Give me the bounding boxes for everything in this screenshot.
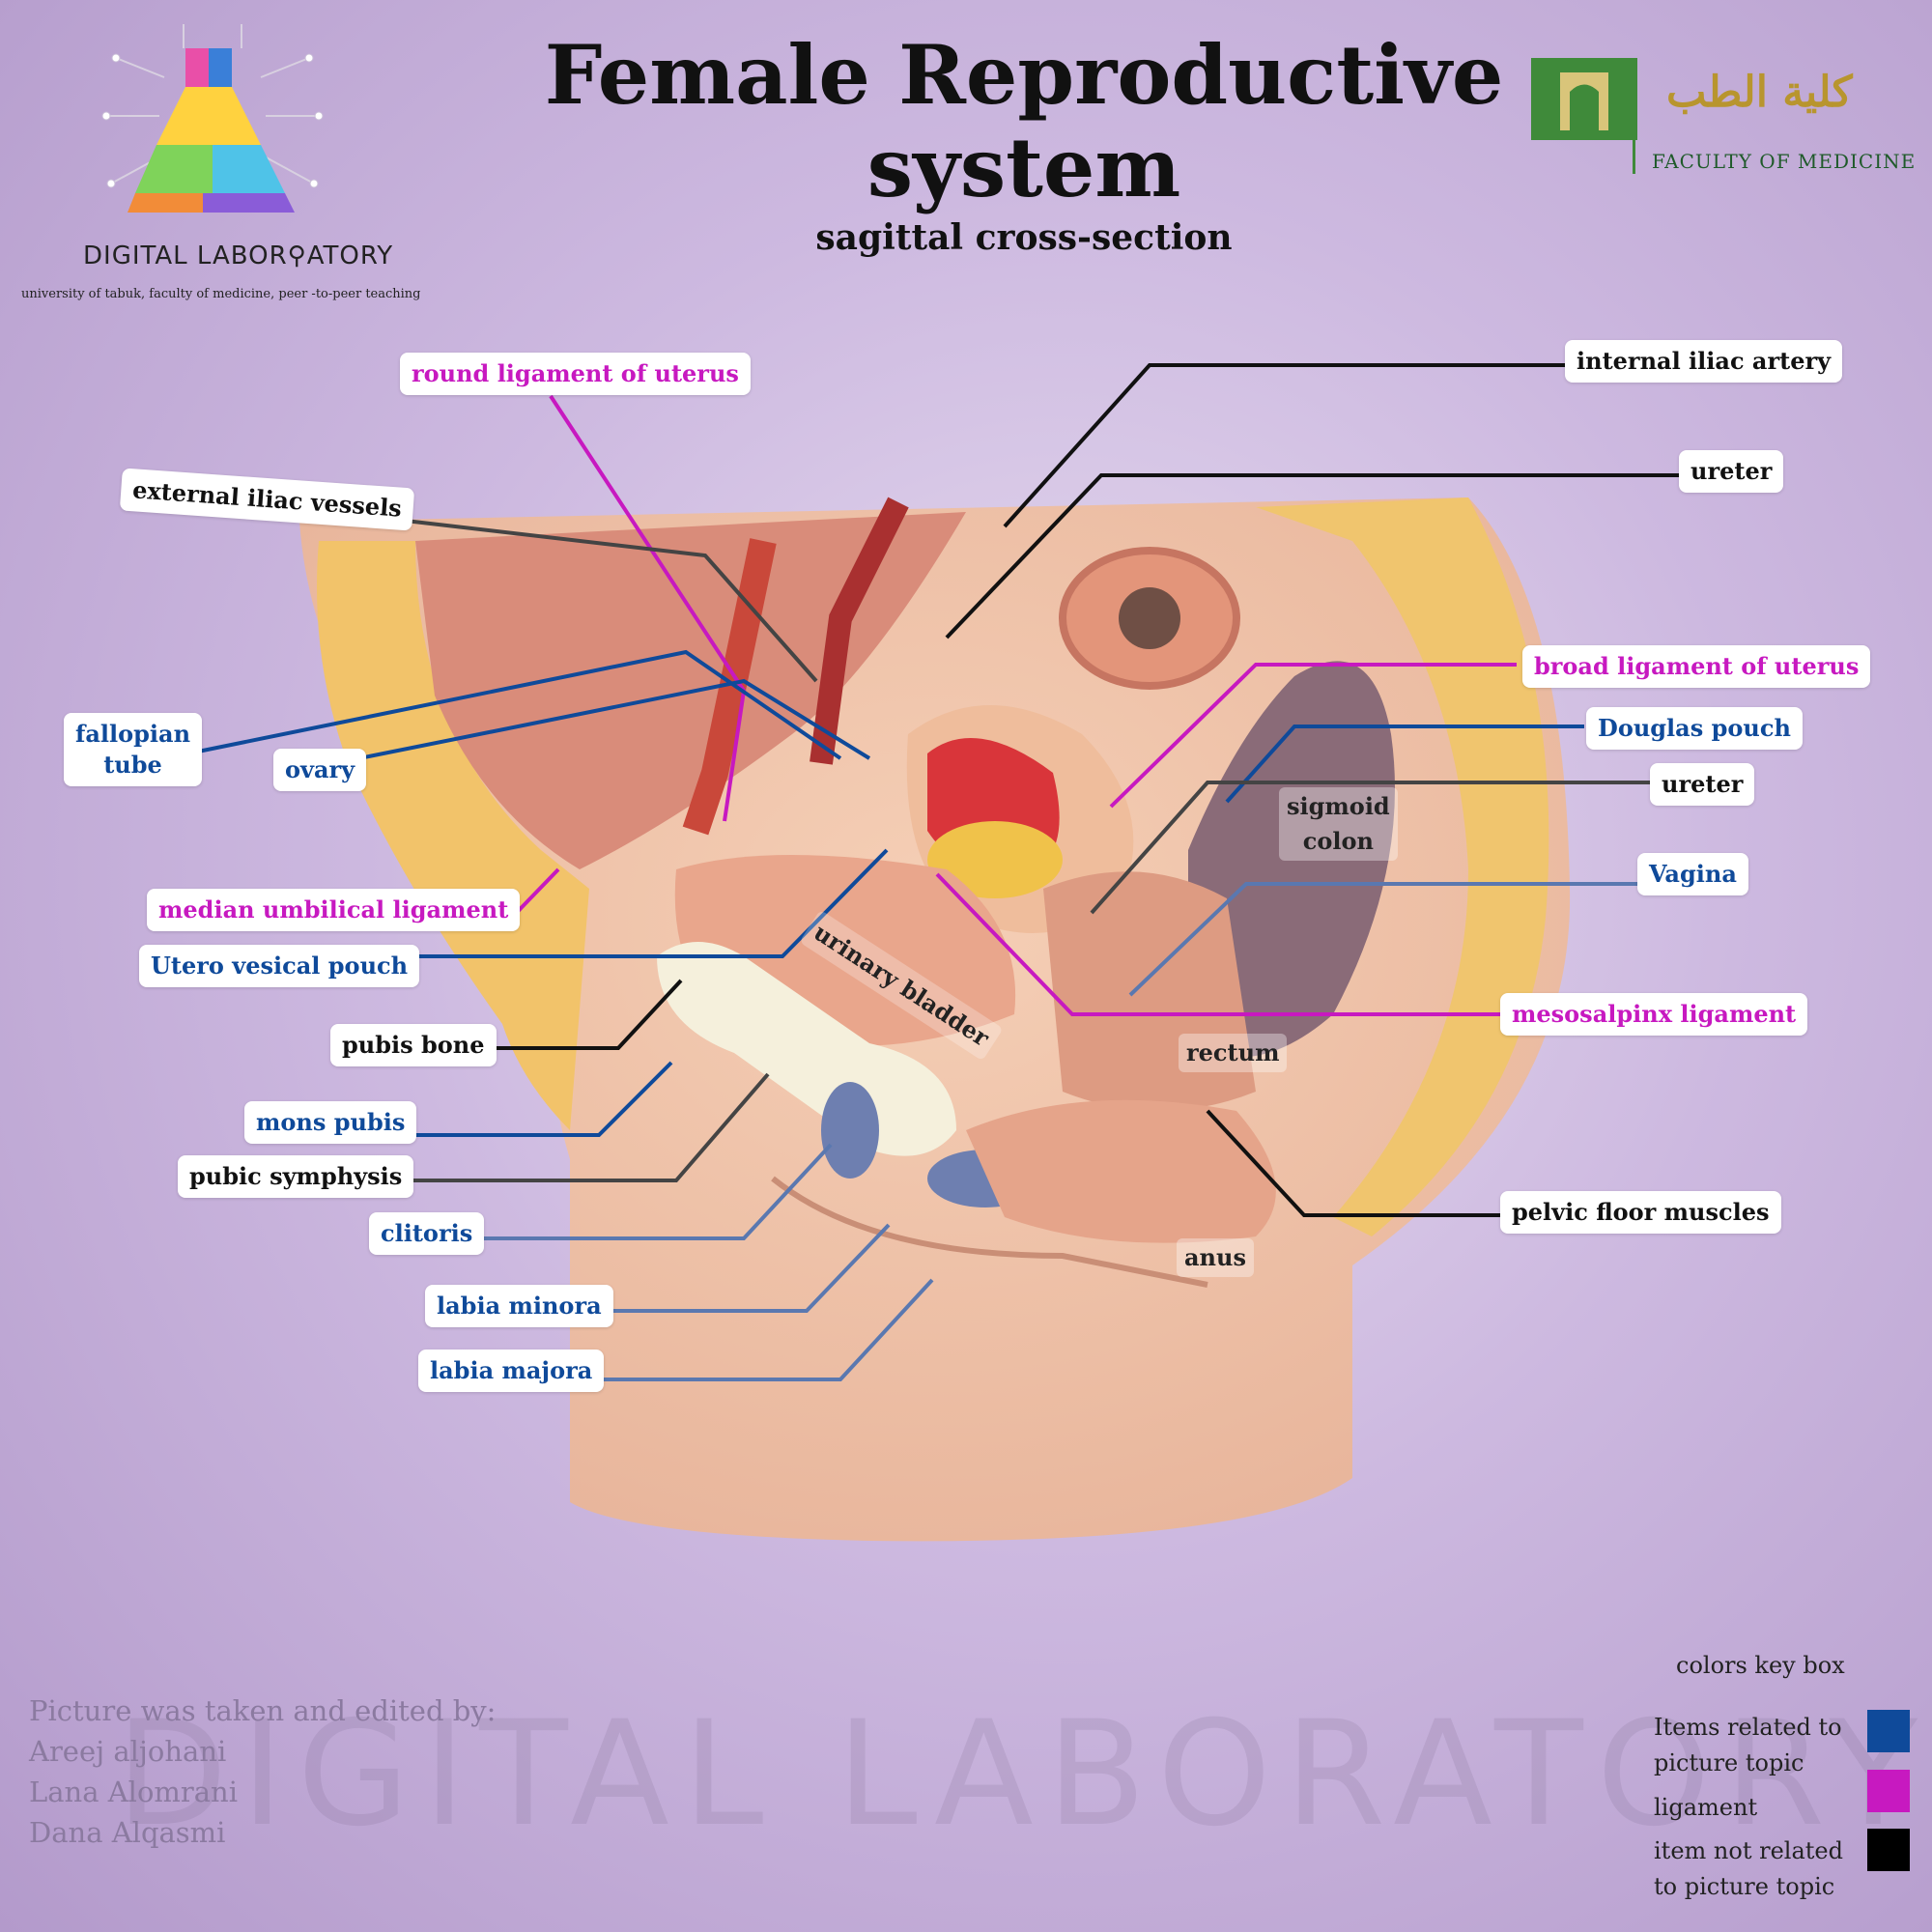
key-other-text: item not related to picture topic bbox=[1654, 1833, 1843, 1905]
leader-round-ligament bbox=[549, 394, 747, 822]
label-sigmoid-line-1: sigmoid bbox=[1287, 792, 1390, 820]
label-fallopian-line-1: fallopian bbox=[75, 720, 191, 748]
brand-tagline: university of tabuk, faculty of medicine… bbox=[21, 287, 421, 301]
label-labia-minora: labia minora bbox=[425, 1285, 613, 1327]
label-vagina: Vagina bbox=[1637, 853, 1748, 895]
key-other-swatch bbox=[1867, 1829, 1910, 1871]
leader-pelvic-floor bbox=[1206, 1109, 1502, 1217]
internal-iliac-artery bbox=[810, 497, 909, 765]
label-sigmoid-line-2: colon bbox=[1302, 827, 1374, 855]
key-other-line-1: item not related bbox=[1654, 1837, 1843, 1864]
label-sigmoid-colon: sigmoid colon bbox=[1279, 787, 1398, 861]
leader-broad-ligament bbox=[1109, 663, 1517, 809]
label-median-umbilical-ligament: median umbilical ligament bbox=[147, 889, 521, 931]
faculty-arabic-name: كلية الطب bbox=[1666, 68, 1853, 117]
label-ovary: ovary bbox=[273, 749, 367, 791]
label-fallopian-line-2: tube bbox=[103, 751, 162, 779]
label-anus: anus bbox=[1177, 1238, 1254, 1277]
label-ureter-mid: ureter bbox=[1650, 763, 1755, 806]
title-line-2: system bbox=[867, 120, 1181, 215]
labia bbox=[771, 1176, 1208, 1288]
leader-utero-vesical bbox=[388, 848, 889, 958]
leader-symphysis bbox=[391, 1072, 770, 1182]
title-line-1: Female Reproductive bbox=[544, 27, 1504, 123]
leader-douglas bbox=[1225, 724, 1584, 804]
label-clitoris: clitoris bbox=[369, 1212, 485, 1255]
key-topic-swatch bbox=[1867, 1710, 1910, 1752]
university-logo-icon bbox=[1531, 58, 1637, 140]
leader-ureter-top bbox=[945, 473, 1681, 639]
label-labia-majora: labia majora bbox=[418, 1350, 605, 1392]
rectum bbox=[1188, 661, 1395, 1058]
key-other-line-2: to picture topic bbox=[1654, 1873, 1835, 1900]
posterior-fat bbox=[1256, 497, 1549, 1236]
logo-divider bbox=[1633, 60, 1635, 174]
leader-ovary bbox=[358, 678, 871, 760]
faculty-name: FACULTY OF MEDICINE bbox=[1652, 150, 1917, 173]
leader-vagina bbox=[1128, 882, 1639, 997]
leader-external-iliac bbox=[371, 515, 818, 683]
leader-labia-majora bbox=[589, 1278, 934, 1381]
label-utero-vesical-pouch: Utero vesical pouch bbox=[139, 945, 420, 987]
leader-clitoris bbox=[467, 1143, 833, 1240]
leader-labia-minora bbox=[597, 1223, 891, 1313]
credits: Picture was taken and edited by: Areej a… bbox=[29, 1690, 496, 1853]
color-key-title: colors key box bbox=[1676, 1652, 1845, 1679]
fat-layer bbox=[317, 541, 589, 1130]
label-mesosalpinx-ligament: mesosalpinx ligament bbox=[1500, 993, 1808, 1036]
label-ureter-top: ureter bbox=[1679, 450, 1784, 493]
label-internal-iliac-artery: internal iliac artery bbox=[1565, 340, 1843, 383]
flask-logo-icon bbox=[101, 24, 324, 213]
page-title: Female Reproductive system bbox=[541, 29, 1507, 214]
credits-author-3: Dana Alqasmi bbox=[29, 1816, 226, 1849]
clitoris bbox=[821, 1082, 879, 1179]
key-ligament-swatch bbox=[1867, 1770, 1910, 1812]
label-rectum: rectum bbox=[1179, 1034, 1288, 1072]
watermark-text: DIGITAL LABORATORY bbox=[116, 1690, 1932, 1859]
external-iliac-vessels bbox=[682, 538, 777, 836]
key-ligament-text: ligament bbox=[1654, 1794, 1758, 1821]
label-fallopian-tube: fallopian tube bbox=[64, 713, 203, 786]
leader-mons bbox=[401, 1061, 673, 1137]
vagina bbox=[1043, 871, 1256, 1111]
pubis-bone bbox=[657, 942, 956, 1156]
credits-line-1: Picture was taken and edited by: bbox=[29, 1694, 497, 1727]
pelvic-floor bbox=[966, 1099, 1276, 1243]
key-topic-line-2: picture topic bbox=[1654, 1749, 1804, 1776]
credits-author-1: Areej aljohani bbox=[29, 1735, 227, 1768]
brand-name: DIGITAL LABOR⚲ATORY bbox=[83, 242, 394, 270]
leader-internal-iliac bbox=[1003, 363, 1565, 528]
label-round-ligament: round ligament of uterus bbox=[400, 353, 751, 395]
leader-fallopian bbox=[197, 649, 842, 760]
label-douglas-pouch: Douglas pouch bbox=[1586, 707, 1803, 750]
label-pelvic-floor-muscles: pelvic floor muscles bbox=[1500, 1191, 1781, 1234]
credits-author-2: Lana Alomrani bbox=[29, 1776, 239, 1808]
label-mons-pubis: mons pubis bbox=[244, 1101, 417, 1144]
key-topic-line-1: Items related to bbox=[1654, 1714, 1842, 1741]
leader-ureter-mid bbox=[1090, 781, 1650, 915]
leader-pubis bbox=[478, 979, 683, 1050]
label-pubis-bone: pubis bone bbox=[330, 1024, 497, 1066]
label-pubic-symphysis: pubic symphysis bbox=[178, 1155, 414, 1198]
leader-mesosalpinx bbox=[935, 872, 1502, 1016]
ovary bbox=[927, 821, 1063, 898]
key-topic-text: Items related to picture topic bbox=[1654, 1710, 1842, 1781]
page-subtitle: sagittal cross-section bbox=[815, 217, 1233, 258]
label-broad-ligament: broad ligament of uterus bbox=[1522, 645, 1871, 688]
